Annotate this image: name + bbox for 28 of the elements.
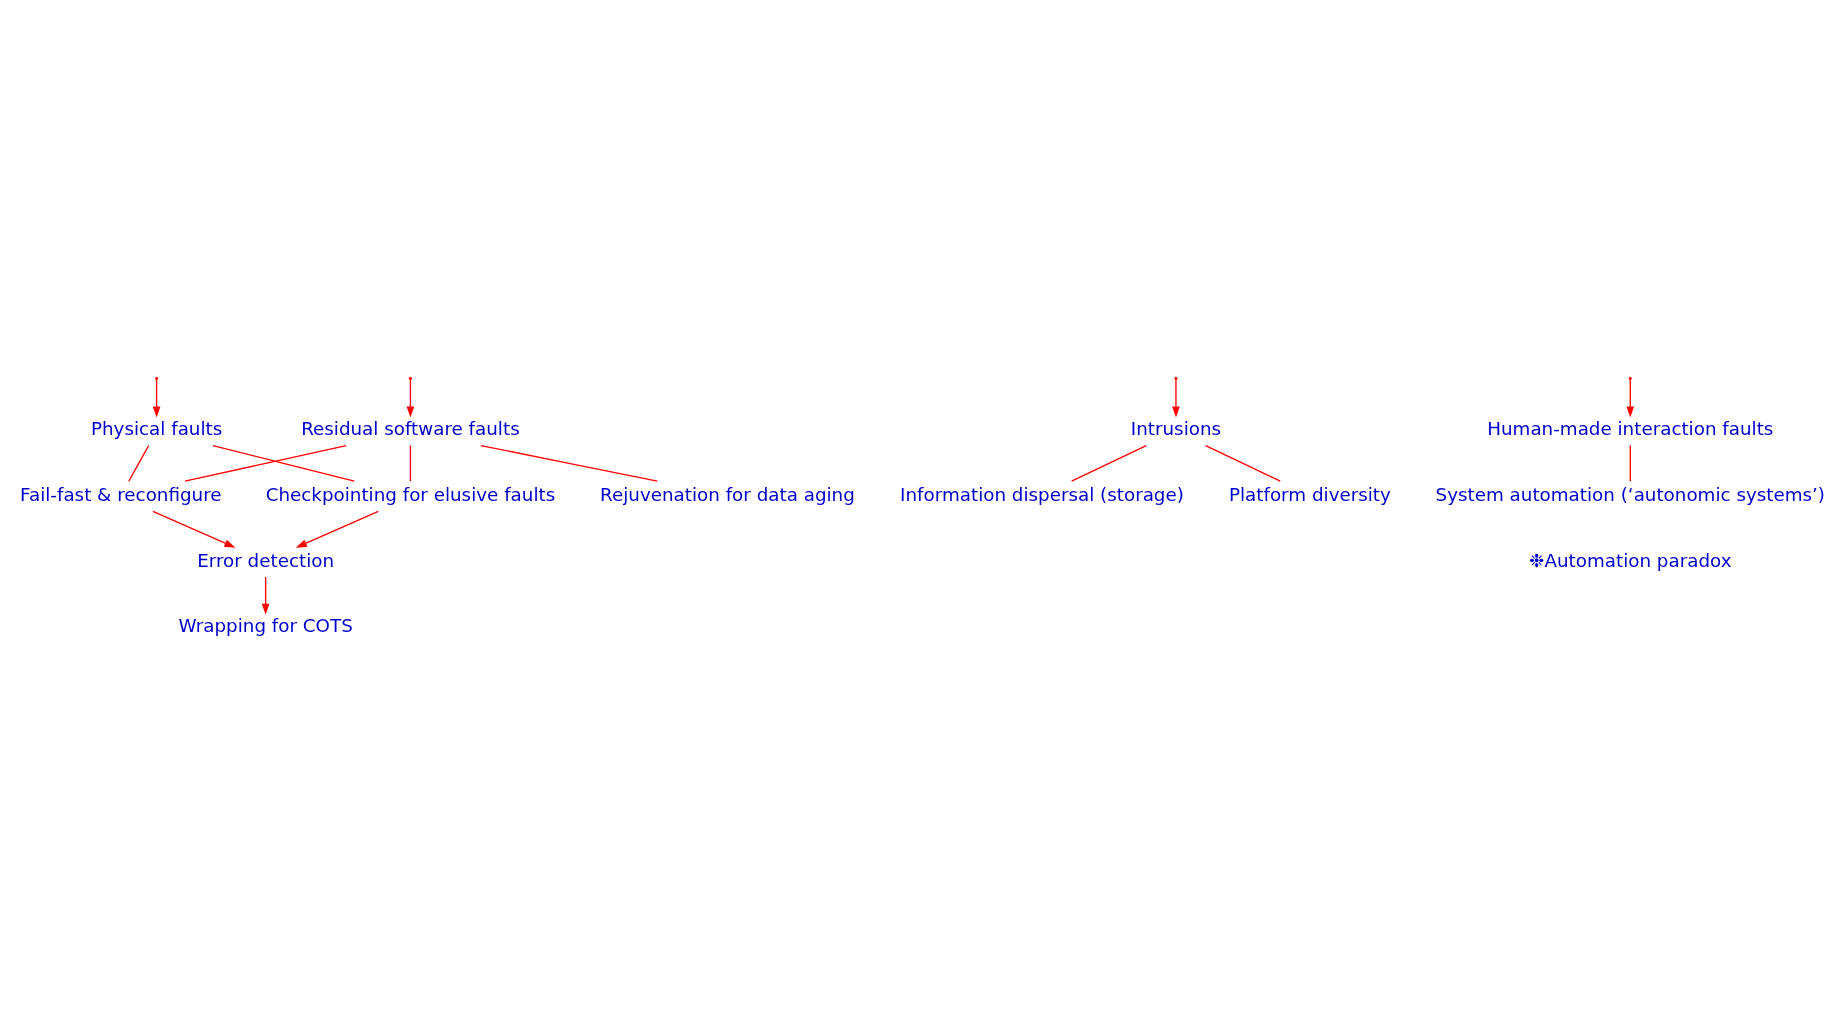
arrow (261, 575, 269, 615)
node-text: System automation (‘autonomic systems’) (1435, 483, 1825, 505)
connector (1629, 444, 1631, 482)
label: ❉Automation paradox (1528, 549, 1731, 571)
arrow (1625, 378, 1634, 417)
connector (211, 444, 355, 482)
node-text: Checkpointing for elusive faults (265, 483, 555, 505)
connector (479, 444, 658, 482)
node-text: Information dispersal (storage) (899, 483, 1184, 505)
node-text: Wrapping for COTS (177, 614, 353, 636)
arrow (151, 510, 235, 548)
connector (409, 444, 411, 482)
connector (183, 444, 347, 482)
node-text: Intrusions (1130, 417, 1221, 439)
node-text: Rejuvenation for data aging (599, 483, 855, 505)
node-text: Platform diversity (1228, 483, 1391, 505)
arrow (152, 378, 160, 417)
node-text: Residual software faults (300, 417, 520, 439)
node-text: Human-made interaction faults (1486, 417, 1773, 439)
arrow (295, 510, 379, 548)
node-text: Error detection (196, 549, 334, 571)
arrow (406, 378, 414, 417)
arrow (1171, 378, 1180, 417)
node-text: Fail-fast & reconfigure (19, 483, 222, 505)
connector (1204, 444, 1281, 482)
connector (127, 444, 149, 482)
node-text: Physical faults (90, 417, 222, 439)
connector (1070, 444, 1147, 482)
